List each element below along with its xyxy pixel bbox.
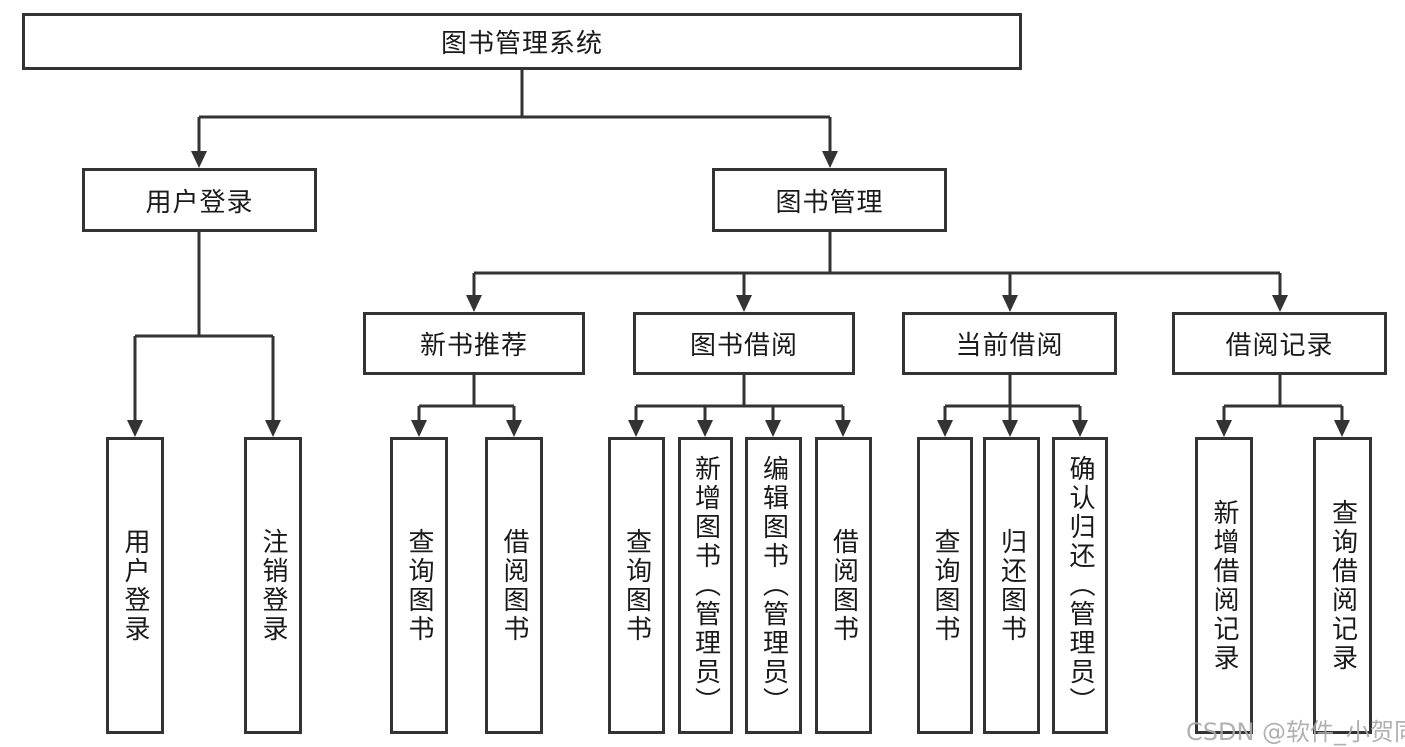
leaf-borrow-query-books: 查询图书 <box>608 437 665 734</box>
leaf-newbook-borrow-books: 借阅图书 <box>485 437 543 734</box>
node-label: 查询图书 <box>930 527 960 644</box>
node-label: 新增借阅记录 <box>1209 498 1239 673</box>
node-label: 编辑图书（管理员） <box>758 455 789 716</box>
node-label: 当前借阅 <box>955 331 1064 361</box>
leaf-logout-login: 注销登录 <box>244 437 302 734</box>
node-book-borrow: 图书借阅 <box>633 312 855 375</box>
node-user-login: 用户登录 <box>82 168 317 232</box>
node-label: 借阅图书 <box>499 527 529 644</box>
node-current-borrow: 当前借阅 <box>902 312 1117 375</box>
node-label: 图书借阅 <box>689 331 798 361</box>
node-book-management: 图书管理 <box>712 168 947 232</box>
node-label: 新书推荐 <box>419 331 528 361</box>
leaf-current-return-books: 归还图书 <box>983 437 1040 734</box>
node-new-book-recommend: 新书推荐 <box>363 312 585 375</box>
node-label: 查询图书 <box>404 527 434 644</box>
node-library-system: 图书管理系统 <box>22 13 1022 70</box>
node-label: 新增图书（管理员） <box>690 455 721 716</box>
node-label: 借阅图书 <box>828 527 859 644</box>
node-label: 注销登录 <box>258 527 288 644</box>
node-label: 图书管理 <box>775 187 884 218</box>
leaf-current-confirm-return-admin: 确认归还（管理员） <box>1052 437 1108 734</box>
node-label: 用户登录 <box>120 527 150 644</box>
node-label: 借阅记录 <box>1225 331 1334 361</box>
leaf-records-query-record: 查询借阅记录 <box>1313 437 1372 734</box>
leaf-records-add-record: 新增借阅记录 <box>1195 437 1253 734</box>
node-label: 确认归还（管理员） <box>1065 455 1095 716</box>
leaf-current-query-books: 查询图书 <box>917 437 973 734</box>
node-borrow-records: 借阅记录 <box>1172 312 1387 375</box>
node-label: 查询图书 <box>621 527 652 644</box>
watermark: CSDN @软件_小贺同学 <box>1186 718 1405 746</box>
leaf-borrow-edit-books-admin: 编辑图书（管理员） <box>745 437 802 734</box>
node-label: 归还图书 <box>996 527 1027 644</box>
leaf-user-login: 用户登录 <box>106 437 164 734</box>
node-label: 图书管理系统 <box>440 29 603 59</box>
leaf-newbook-query-books: 查询图书 <box>390 437 448 734</box>
leaf-borrow-borrow-books: 借阅图书 <box>815 437 872 734</box>
leaf-borrow-add-books-admin: 新增图书（管理员） <box>678 437 733 734</box>
node-label: 用户登录 <box>145 187 254 218</box>
node-label: 查询借阅记录 <box>1327 498 1358 673</box>
